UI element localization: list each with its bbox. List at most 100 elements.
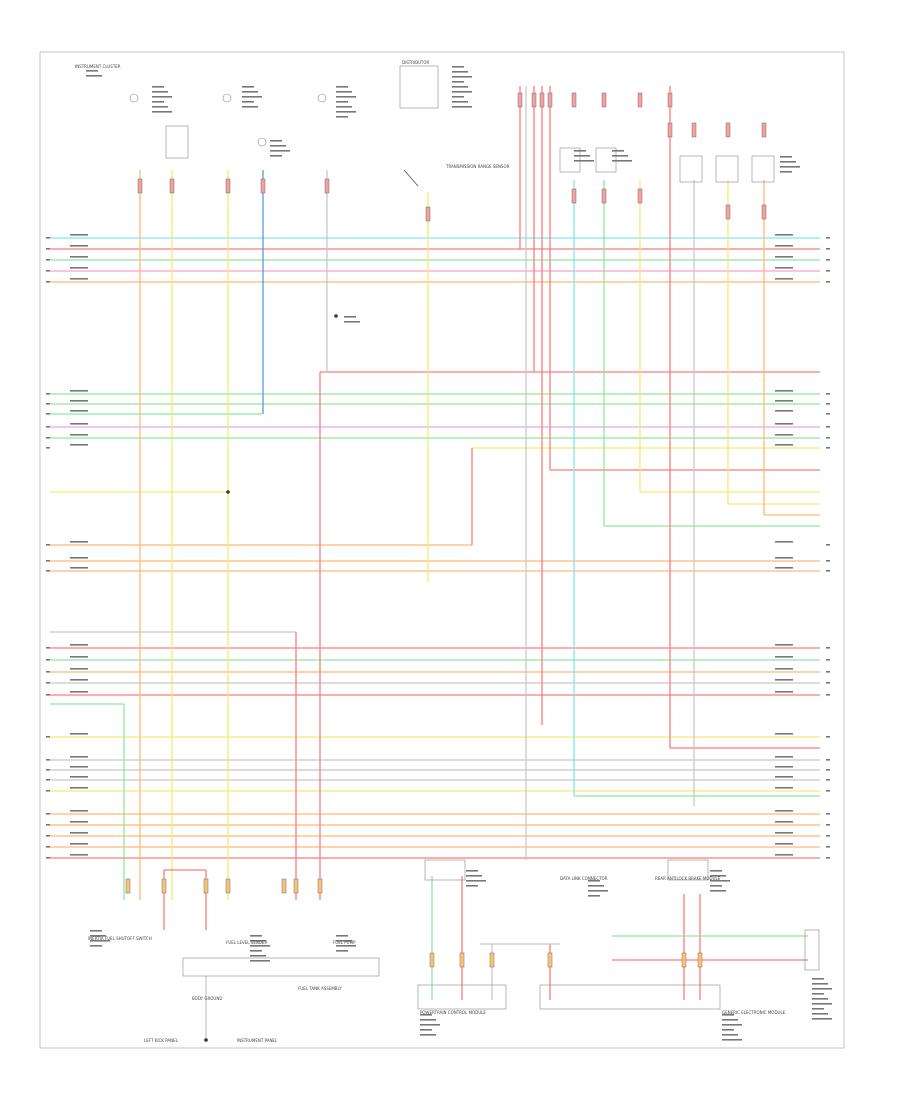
callout-text-line — [250, 960, 270, 962]
callout-text-line — [452, 66, 464, 68]
callout-text-line — [70, 832, 88, 834]
callout-text-line — [574, 160, 594, 162]
label-inertia-switch: INERTIA FUEL SHUTOFF SWITCH — [88, 936, 152, 941]
label-pcm: POWERTRAIN CONTROL MODULE — [420, 1010, 486, 1015]
callout-text-line — [336, 116, 348, 118]
callout-text-line — [46, 647, 50, 649]
callout-text-line — [46, 393, 50, 395]
callout-text-line — [812, 988, 832, 990]
callout-text-line — [780, 166, 800, 168]
connector-pin — [137, 178, 143, 194]
callout-text-line — [46, 694, 50, 696]
callout-text-line — [70, 557, 88, 559]
callout-text-line — [722, 1014, 734, 1016]
callout-text-line — [452, 91, 472, 93]
callout-text-line — [336, 86, 348, 88]
splice-dot — [334, 314, 338, 318]
splice-dot — [204, 1038, 208, 1042]
callout-text-line — [826, 790, 830, 792]
callout-text-line — [70, 787, 88, 789]
callout-text-line — [780, 161, 796, 163]
callout-text-line — [46, 544, 50, 546]
callout-text-line — [722, 1019, 738, 1021]
dlc-box — [804, 929, 820, 971]
label-left-kick-panel: LEFT KICK PANEL — [144, 1038, 179, 1043]
callout-text-line — [70, 668, 88, 670]
label-transmission-range: TRANSMISSION RANGE SENSOR — [445, 164, 510, 169]
callout-text-line — [46, 846, 50, 848]
callout-text-line — [775, 256, 793, 258]
connector-pin — [725, 204, 731, 220]
callout-text-line — [452, 96, 464, 98]
callout-text-line — [826, 813, 830, 815]
callout-text-line — [242, 96, 262, 98]
callout-text-line — [86, 70, 98, 72]
callout-text-line — [812, 978, 824, 980]
callout-text-line — [70, 434, 88, 436]
connector-pin — [317, 878, 323, 894]
callout-text-line — [826, 447, 830, 449]
callout-text-line — [826, 671, 830, 673]
callout-text-line — [46, 570, 50, 572]
callout-text-line — [826, 570, 830, 572]
callout-text-line — [722, 1029, 734, 1031]
lamp-icon — [257, 137, 267, 147]
callout-text-line — [812, 998, 828, 1000]
callout-text-line — [775, 423, 793, 425]
callout-text-line — [70, 444, 88, 446]
callout-text-line — [70, 256, 88, 258]
connector-pin — [203, 878, 209, 894]
relay-box — [751, 155, 775, 183]
callout-text-line — [46, 281, 50, 283]
callout-text-line — [270, 140, 282, 142]
connector-pin — [681, 952, 687, 968]
callout-text-line — [90, 935, 106, 937]
callout-text-line — [812, 1003, 832, 1005]
callout-text-line — [46, 671, 50, 673]
callout-text-line — [70, 234, 88, 236]
callout-text-line — [420, 1029, 432, 1031]
callout-text-line — [452, 71, 468, 73]
callout-text-line — [812, 1008, 824, 1010]
connector-pin — [293, 878, 299, 894]
callout-text-line — [70, 390, 88, 392]
lamp-icon — [317, 93, 327, 103]
callout-text-line — [826, 769, 830, 771]
callout-text-line — [242, 106, 258, 108]
callout-text-line — [574, 155, 590, 157]
callout-text-line — [70, 278, 88, 280]
callout-text-line — [452, 101, 468, 103]
switch-contact-icon — [403, 169, 419, 187]
callout-text-line — [775, 245, 793, 247]
callout-text-line — [90, 930, 102, 932]
connector-pin — [459, 952, 465, 968]
callout-text-line — [86, 75, 102, 77]
callout-text-line — [466, 875, 482, 877]
callout-text-line — [775, 733, 793, 735]
connector-pin — [531, 92, 537, 108]
connector-pin — [324, 178, 330, 194]
connector-pin — [429, 952, 435, 968]
callout-text-line — [826, 426, 830, 428]
callout-text-line — [70, 679, 88, 681]
callout-text-line — [775, 400, 793, 402]
callout-text-line — [336, 111, 356, 113]
callout-text-line — [90, 945, 102, 947]
label-fuel-level-sender: FUEL LEVEL SENDER — [226, 940, 267, 945]
callout-text-line — [46, 447, 50, 449]
callout-text-line — [710, 885, 722, 887]
callout-text-line — [336, 950, 348, 952]
callout-text-line — [270, 150, 290, 152]
callout-text-line — [826, 413, 830, 415]
splice-dot — [226, 490, 230, 494]
callout-text-line — [452, 106, 472, 108]
callout-text-line — [775, 557, 793, 559]
callout-text-line — [826, 259, 830, 261]
connector-pin — [260, 178, 266, 194]
callout-text-line — [70, 733, 88, 735]
callout-text-line — [336, 935, 348, 937]
callout-text-line — [46, 835, 50, 837]
callout-text-line — [336, 96, 356, 98]
callout-text-line — [152, 111, 172, 113]
